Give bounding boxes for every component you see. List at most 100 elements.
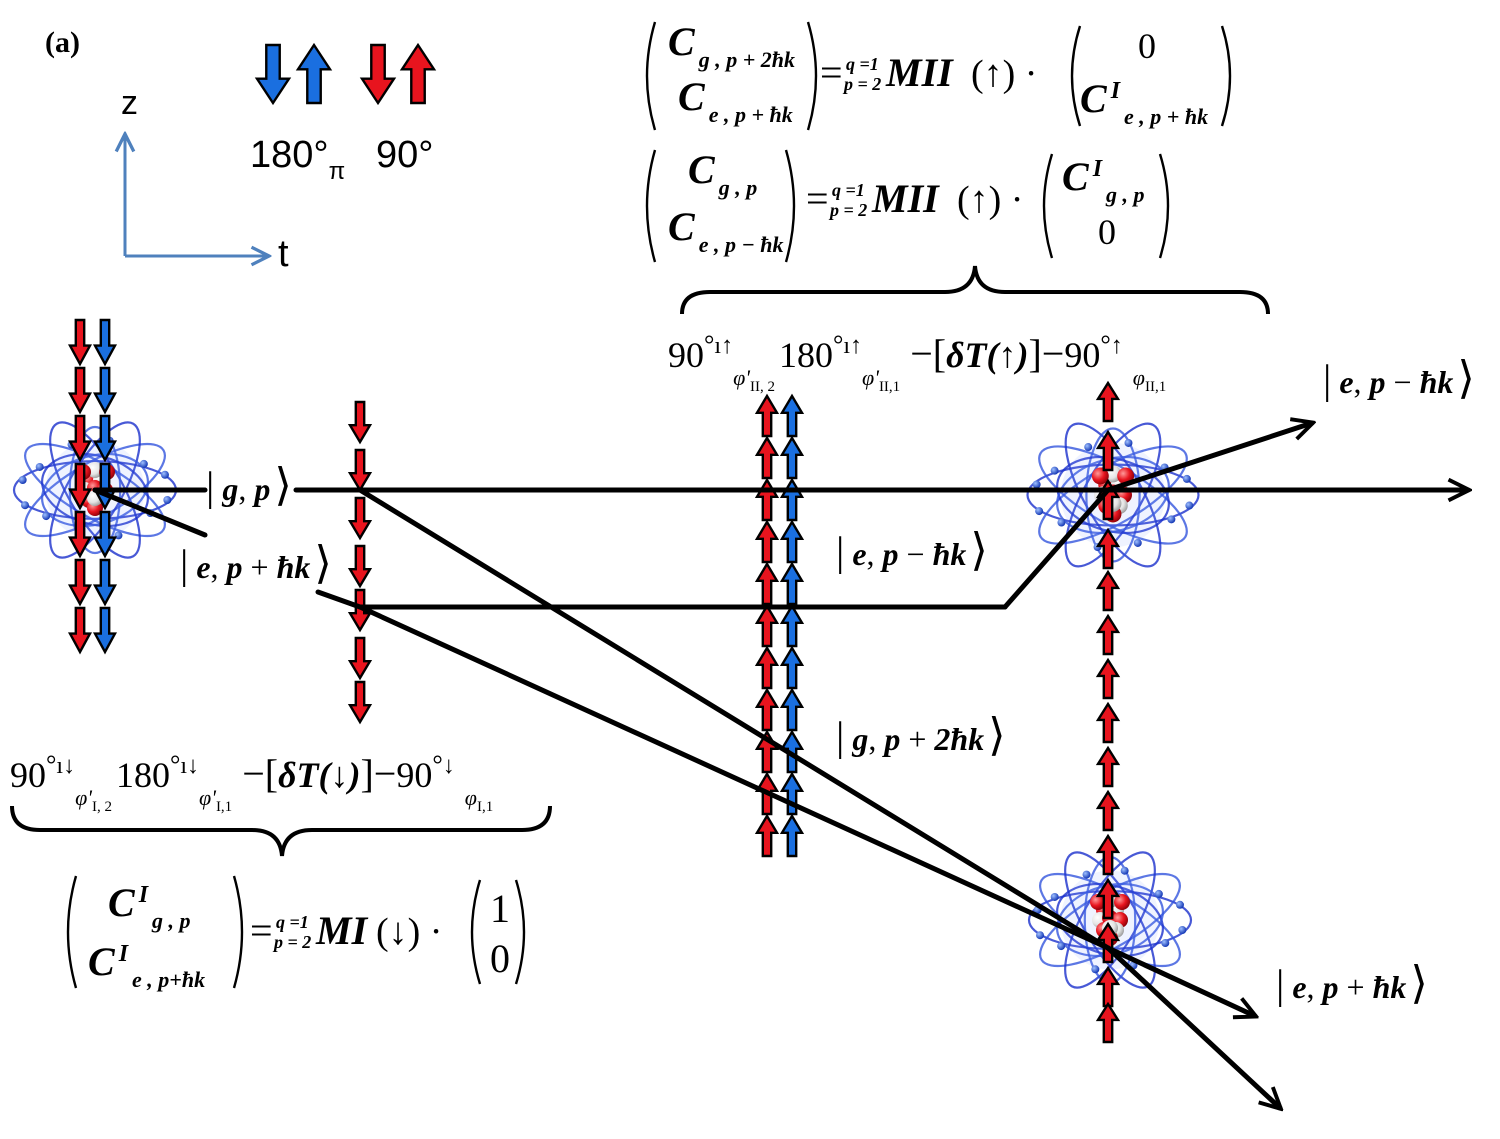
state-e-p-plus-hk-output: |e, p + ħk⟩ bbox=[1276, 958, 1428, 1008]
operator-p: p = 2 bbox=[272, 932, 311, 952]
pulse-blue-up-arrow bbox=[779, 813, 805, 858]
operator-q: q =1 bbox=[832, 180, 865, 200]
pulse-red-up-arrow bbox=[1095, 789, 1121, 832]
electron bbox=[1182, 474, 1191, 483]
path-from-mirror-down bbox=[357, 604, 1111, 951]
operator-argument: (↑) · bbox=[971, 53, 1037, 95]
pulse-blue-up-arrow bbox=[779, 771, 805, 816]
pulse-red-up-arrow bbox=[1095, 613, 1121, 656]
electron bbox=[1120, 866, 1129, 875]
state-e-p-minus-hk: |e, p − ħk⟩ bbox=[836, 525, 988, 575]
pulse-red-up-arrow bbox=[754, 813, 780, 858]
pulse-red-up-arrow bbox=[1095, 833, 1121, 876]
matrix-bracket bbox=[1158, 153, 1170, 259]
pulse-red-down-arrow bbox=[347, 588, 373, 633]
pulse-blue-down-arrow bbox=[92, 366, 118, 415]
pulse-blue-up-arrow bbox=[779, 519, 805, 564]
transfer-operator: = bbox=[806, 176, 829, 221]
pulse-red-up-arrow bbox=[754, 393, 780, 438]
electron-orbit bbox=[1064, 422, 1162, 568]
path-out-lower bbox=[1105, 945, 1280, 1108]
nucleon bbox=[1090, 894, 1106, 910]
pulse-red-up-arrow bbox=[754, 561, 780, 606]
vector-entry: 1 bbox=[490, 886, 510, 931]
electron bbox=[160, 470, 169, 479]
pulse-red-down-arrow bbox=[67, 462, 93, 511]
electron-orbit bbox=[49, 421, 141, 559]
pulse-red-up-arrow bbox=[1095, 657, 1121, 700]
pulse-red-down-arrow bbox=[347, 448, 373, 493]
pulse-blue-up-arrow bbox=[779, 645, 805, 690]
sequence-first-interferometer: 90°ı↓φ'I, 2180°ı↓φ'I,1 −[δT(↓)]−90°↓φI,1 bbox=[10, 750, 552, 857]
pulse-red-up-arrow bbox=[1095, 429, 1121, 472]
vector-entry: 0 bbox=[1098, 212, 1116, 252]
matrix-bracket bbox=[645, 21, 657, 131]
path-e-p-plus-hk-to-mirror bbox=[315, 589, 363, 610]
path-out-e-p-plus-hk bbox=[1105, 945, 1255, 1016]
pulse-red-down-arrow bbox=[347, 496, 373, 541]
electron-orbit bbox=[1055, 883, 1165, 957]
electron bbox=[1091, 965, 1100, 974]
brace-bottom bbox=[10, 805, 552, 857]
pulse-red-down-arrow bbox=[67, 366, 93, 415]
path-e-p-plus-hk-initial bbox=[92, 487, 208, 538]
electron bbox=[1050, 892, 1059, 901]
electron-orbit bbox=[1064, 851, 1156, 989]
pulse-blue-down-arrow bbox=[92, 558, 118, 607]
electron bbox=[1057, 942, 1066, 951]
nucleon bbox=[1091, 467, 1109, 485]
electron bbox=[35, 462, 44, 471]
electron bbox=[1036, 931, 1045, 940]
z-axis-label: z bbox=[121, 84, 138, 122]
electron bbox=[21, 501, 30, 510]
brace-top bbox=[680, 265, 1270, 315]
state-labels: |g, p⟩|e, p + ħk⟩|e, p − ħk⟩|g, p + 2ħk⟩… bbox=[180, 353, 1475, 1008]
legend-arrow-icons bbox=[254, 42, 437, 106]
electron bbox=[114, 531, 123, 540]
pulse-red-down-arrow bbox=[347, 544, 373, 589]
pulse-blue-down-arrow bbox=[92, 606, 118, 655]
pulse-blue-down-arrow bbox=[92, 318, 118, 367]
vector-entry: 0 bbox=[1138, 26, 1156, 66]
trajectories bbox=[92, 423, 1468, 1108]
electron bbox=[1154, 889, 1163, 898]
transfer-operator: = bbox=[820, 50, 843, 95]
pulse-red-up-arrow bbox=[1095, 1001, 1121, 1044]
operator-name: MII bbox=[885, 50, 954, 95]
pulse-blue-up-arrow bbox=[779, 687, 805, 732]
svg-text:|e, p + ħk⟩: |e, p + ħk⟩ bbox=[180, 538, 332, 588]
laser-pulses bbox=[67, 318, 1121, 1044]
pulse-blue-down-arrow bbox=[92, 414, 118, 463]
operator-p: p = 2 bbox=[842, 74, 881, 94]
pulse-red-up-arrow bbox=[1095, 527, 1121, 570]
pulse-red-down-arrow bbox=[67, 510, 93, 559]
axes: z t bbox=[121, 84, 289, 275]
pulse-blue-up-arrow bbox=[779, 561, 805, 606]
legend-red-down-arrow-icon bbox=[359, 43, 397, 106]
legend-half-pulse: 90° bbox=[376, 134, 433, 176]
electron bbox=[1035, 507, 1044, 516]
electron bbox=[1161, 939, 1170, 948]
path-g-p-plus-2hk bbox=[357, 487, 1111, 951]
pulse-red-up-arrow bbox=[1095, 701, 1121, 744]
nucleon bbox=[87, 462, 103, 478]
pulse-red-up-arrow bbox=[1095, 965, 1121, 1008]
legend: 180°π 90° bbox=[250, 42, 437, 185]
pulse-blue-up-arrow bbox=[779, 603, 805, 648]
state-e-p-minus-hk-output: |e, p − ħk⟩ bbox=[1323, 353, 1475, 403]
operator-argument: (↑) · bbox=[957, 179, 1023, 221]
electron bbox=[1084, 443, 1093, 452]
electron-orbit bbox=[49, 421, 141, 559]
legend-red-up-arrow-icon bbox=[399, 42, 437, 105]
path-e-p-minus-hk-rise bbox=[1002, 487, 1111, 610]
sequence-up-text: 90°ı↑φ'II, 2180°ı↑φ'II,1 −[δT(↑)]−90°↑φI… bbox=[668, 330, 1166, 395]
pulse-red-up-arrow bbox=[754, 687, 780, 732]
pulse-blue-down-arrow bbox=[92, 510, 118, 559]
matrix-bracket bbox=[470, 879, 482, 985]
electron bbox=[1175, 900, 1184, 909]
